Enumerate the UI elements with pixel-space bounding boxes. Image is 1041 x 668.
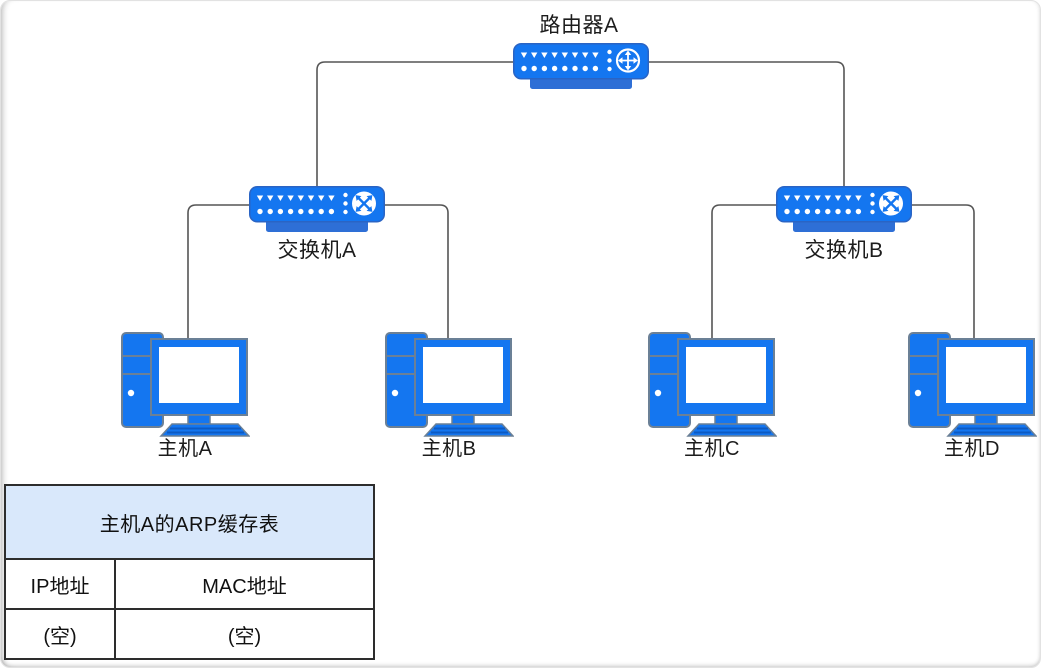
arp-cell-ip: (空) (4, 608, 116, 660)
switch-a-icon (249, 186, 385, 240)
router-a-icon (513, 43, 649, 97)
table-row: IP地址 MAC地址 (4, 558, 375, 610)
link-switch-a-host-a (187, 204, 249, 340)
arp-header-mac: MAC地址 (114, 558, 375, 610)
host-c-label: 主机C (684, 438, 740, 460)
host-a-icon (121, 332, 250, 437)
host-d-label: 主机D (944, 438, 1000, 460)
host-a-label: 主机A (157, 438, 213, 460)
host-b-label: 主机B (421, 438, 477, 460)
link-router-switch-a (316, 61, 513, 186)
switch-a-label: 交换机A (277, 239, 357, 262)
link-switch-b-host-c (711, 204, 776, 340)
link-switch-b-host-d (912, 204, 975, 340)
link-switch-a-host-b (385, 204, 449, 340)
host-c-icon (648, 332, 777, 437)
arp-cache-table: 主机A的ARP缓存表 IP地址 MAC地址 (空) (空) (4, 484, 375, 660)
arp-cell-mac: (空) (114, 608, 375, 660)
arp-header-ip: IP地址 (4, 558, 116, 610)
arp-table-title: 主机A的ARP缓存表 (4, 484, 375, 560)
router-a-label: 路由器A (539, 14, 619, 37)
table-row: (空) (空) (4, 608, 375, 660)
link-router-switch-b (649, 61, 845, 186)
table-row: 主机A的ARP缓存表 (4, 484, 375, 560)
switch-b-label: 交换机B (804, 239, 884, 262)
host-d-icon (908, 332, 1037, 437)
switch-b-icon (776, 186, 912, 240)
host-b-icon (385, 332, 514, 437)
